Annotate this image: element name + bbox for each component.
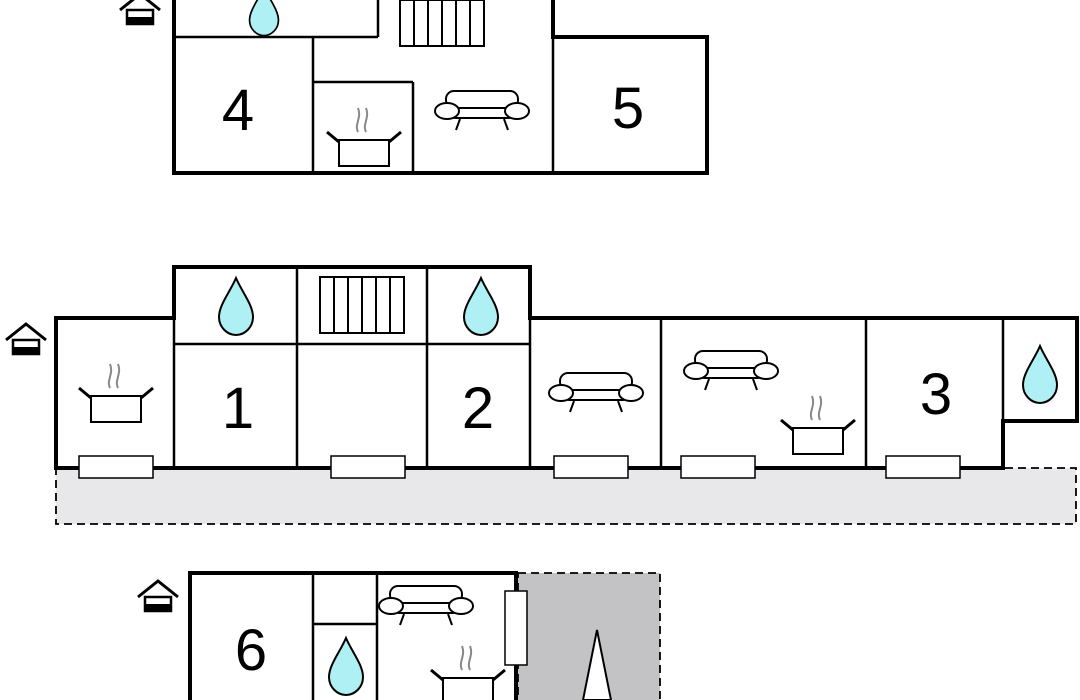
entrance-house-icon-main <box>4 322 48 357</box>
room-label-5: 5 <box>612 76 644 141</box>
room-label-6: 6 <box>235 618 267 683</box>
main-floor-plan: 1 2 3 <box>4 265 1079 525</box>
upper-floor-plan: 4 5 <box>118 0 709 175</box>
bathroom-drop-icon <box>328 637 364 696</box>
radiator-window <box>885 455 961 479</box>
room-label-1: 1 <box>222 376 254 441</box>
room-label-4: 4 <box>222 78 254 143</box>
kitchen-pot-icon <box>429 644 507 700</box>
annex-plan: 6 <box>136 571 661 700</box>
kitchen-pot-icon <box>325 106 403 168</box>
room-label-2: 2 <box>462 376 494 441</box>
radiator-window <box>553 455 629 479</box>
radiator-window <box>504 590 528 666</box>
radiator-window <box>78 455 154 479</box>
sauna-grid-icon <box>399 0 485 47</box>
bathroom-drop-icon <box>248 0 280 37</box>
sauna-grid-icon <box>319 276 405 334</box>
upper-floor-outer-wall <box>172 0 709 175</box>
radiator-window <box>680 455 756 479</box>
entrance-house-icon-annex <box>136 579 180 614</box>
sofa-icon <box>434 90 530 131</box>
entrance-house-icon <box>118 0 162 27</box>
room-label-3: 3 <box>920 362 952 427</box>
radiator-window <box>330 455 406 479</box>
sofa-icon <box>378 585 474 626</box>
fireplace-icon <box>581 629 613 700</box>
